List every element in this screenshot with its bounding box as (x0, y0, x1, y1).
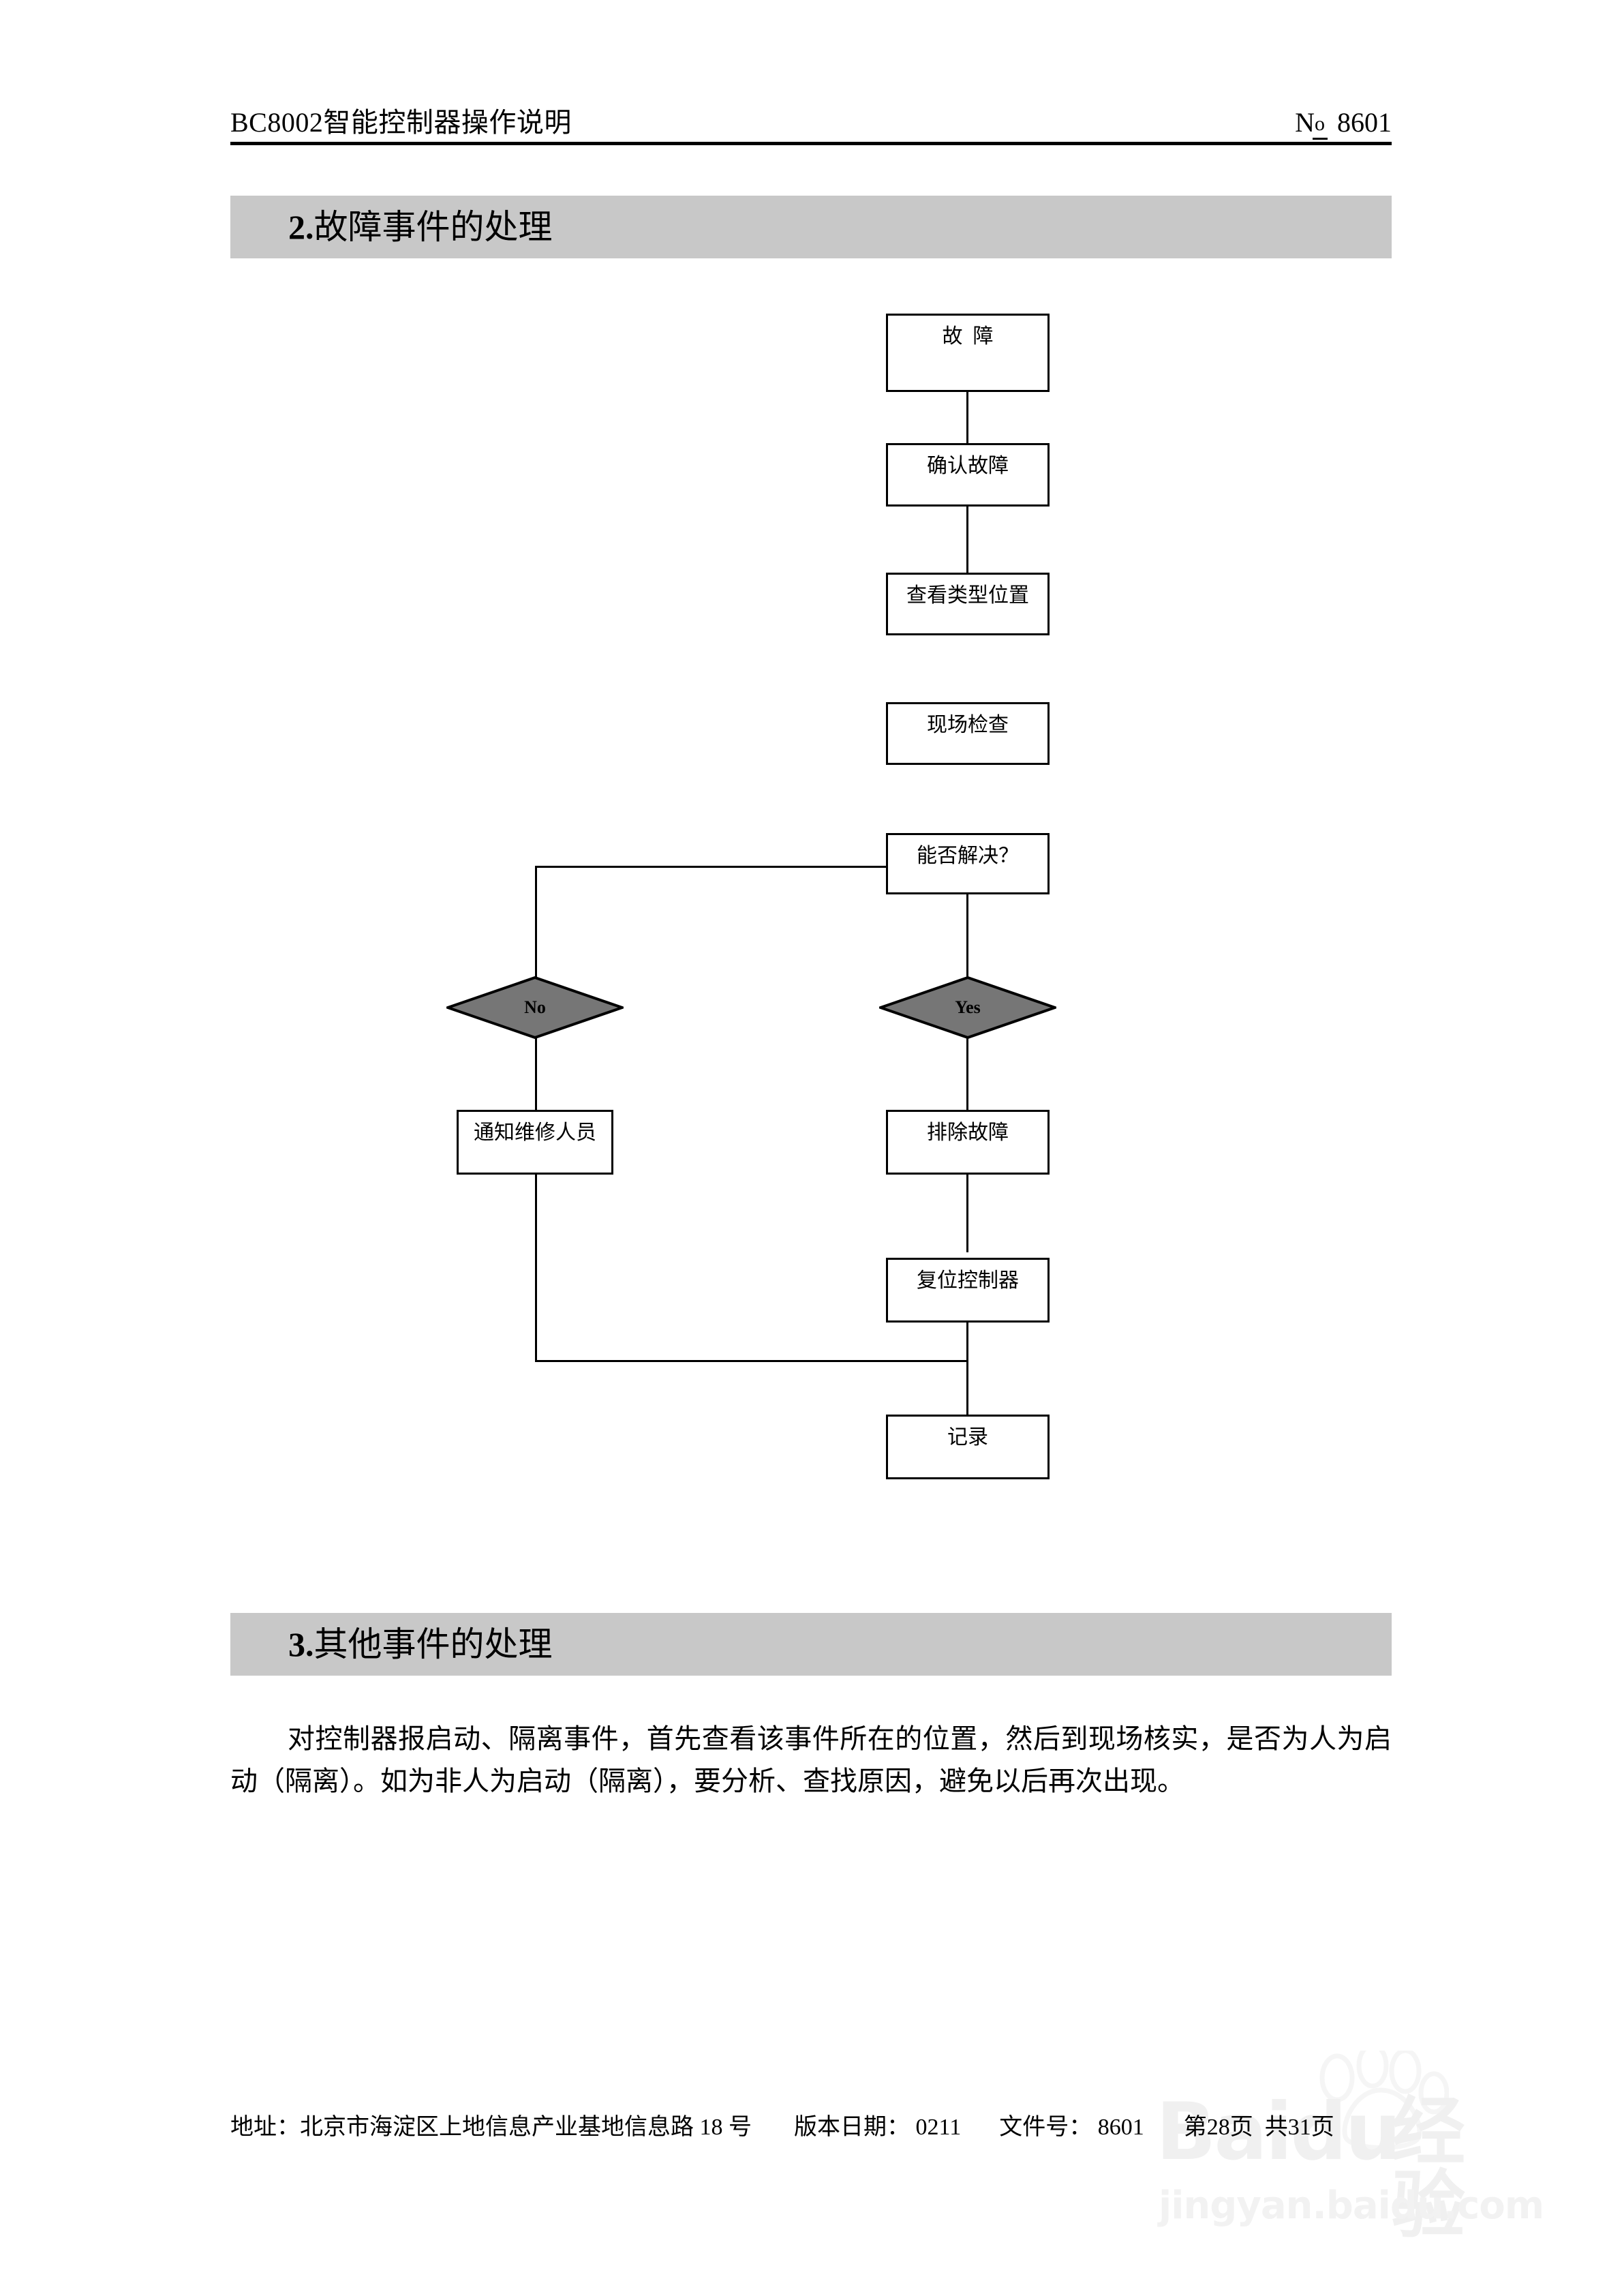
footer-address: 地址：北京市海淀区上地信息产业基地信息路 18 号 (230, 2115, 752, 2140)
connector-reset-to-record (966, 1323, 968, 1415)
watermark-url: jingyan.baidu.com (1159, 2184, 1544, 2228)
flow-node-fault[interactable]: 故 障 (886, 314, 1050, 392)
connector-cansolve-branch-horizontal (535, 866, 895, 868)
connector-branch-down-to-no (535, 866, 537, 983)
section-2-number: 2. (288, 208, 314, 246)
flow-node-can-solve[interactable]: 能否解决？ (886, 833, 1050, 894)
connector-no-to-notify (535, 1023, 537, 1110)
header-title: BC8002智能控制器操作说明 (230, 107, 572, 138)
flow-decision-no-label: No (524, 997, 546, 1017)
number-sign-icon: No (1295, 109, 1328, 140)
flow-node-fault-label: 故 障 (942, 325, 994, 348)
section-2-title: 故障事件的处理 (313, 208, 553, 246)
section-heading-3: 3.其他事件的处理 (230, 1613, 1392, 1676)
flow-node-notify-maintenance-label: 通知维修人员 (474, 1121, 596, 1144)
footer-page-number: 第28页 共31页 (1183, 2115, 1334, 2140)
flow-node-record-label: 记录 (947, 1426, 988, 1449)
page-header: BC8002智能控制器操作说明 No 8601 (230, 109, 1392, 145)
flow-node-record[interactable]: 记录 (886, 1415, 1050, 1479)
flow-node-clear-fault[interactable]: 排除故障 (886, 1110, 1050, 1175)
section-3-title: 其他事件的处理 (313, 1625, 553, 1663)
section-3-number: 3. (288, 1625, 314, 1663)
flow-node-check-type-location[interactable]: 查看类型位置 (886, 573, 1050, 635)
footer-version-date: 版本日期： 0211 (794, 2115, 962, 2140)
footer-doc-number: 文件号： 8601 (999, 2115, 1144, 2140)
flow-node-check-type-location-label: 查看类型位置 (906, 584, 1029, 607)
section-3-body: 对控制器报启动、隔离事件，首先查看该事件所在的位置，然后到现场核实，是否为人为启… (230, 1718, 1392, 1802)
flow-node-confirm-fault-label: 确认故障 (927, 455, 1009, 477)
flow-node-site-inspection[interactable]: 现场检查 (886, 702, 1050, 765)
section-heading-2: 2.故障事件的处理 (230, 196, 1392, 258)
flow-node-confirm-fault[interactable]: 确认故障 (886, 443, 1050, 507)
flow-node-clear-fault-label: 排除故障 (927, 1121, 1009, 1144)
flow-decision-yes-label: Yes (955, 997, 981, 1017)
header-number-value: 8601 (1337, 107, 1392, 138)
flow-decision-no[interactable]: No (446, 976, 624, 1039)
flow-node-reset-controller-label: 复位控制器 (917, 1269, 1019, 1292)
header-rule (230, 142, 1392, 145)
connector-notify-join-horizontal (535, 1360, 968, 1362)
baidu-watermark: Baidu 经验 jingyan.baidu.com (1152, 2051, 1544, 2243)
connector-yes-to-clearfault (966, 1023, 968, 1111)
flow-node-can-solve-label: 能否解决？ (917, 845, 1019, 867)
connector-cansolve-to-yes (966, 856, 968, 982)
flow-decision-yes[interactable]: Yes (879, 976, 1056, 1039)
connector-notify-down (535, 1174, 537, 1361)
body-paragraph: 对控制器报启动、隔离事件，首先查看该事件所在的位置，然后到现场核实，是否为人为启… (230, 1723, 1392, 1796)
page-footer: 地址：北京市海淀区上地信息产业基地信息路 18 号 版本日期： 0211 文件号… (230, 2116, 1392, 2139)
flow-node-reset-controller[interactable]: 复位控制器 (886, 1258, 1050, 1323)
flow-node-notify-maintenance[interactable]: 通知维修人员 (457, 1110, 613, 1175)
connector-main-vertical-top (966, 314, 968, 583)
header-document-number: No 8601 (1295, 107, 1392, 140)
connector-clearfault-to-reset (966, 1174, 968, 1252)
flow-node-site-inspection-label: 现场检查 (927, 714, 1009, 736)
watermark-brand-cn: 经验 (1392, 2089, 1466, 2248)
